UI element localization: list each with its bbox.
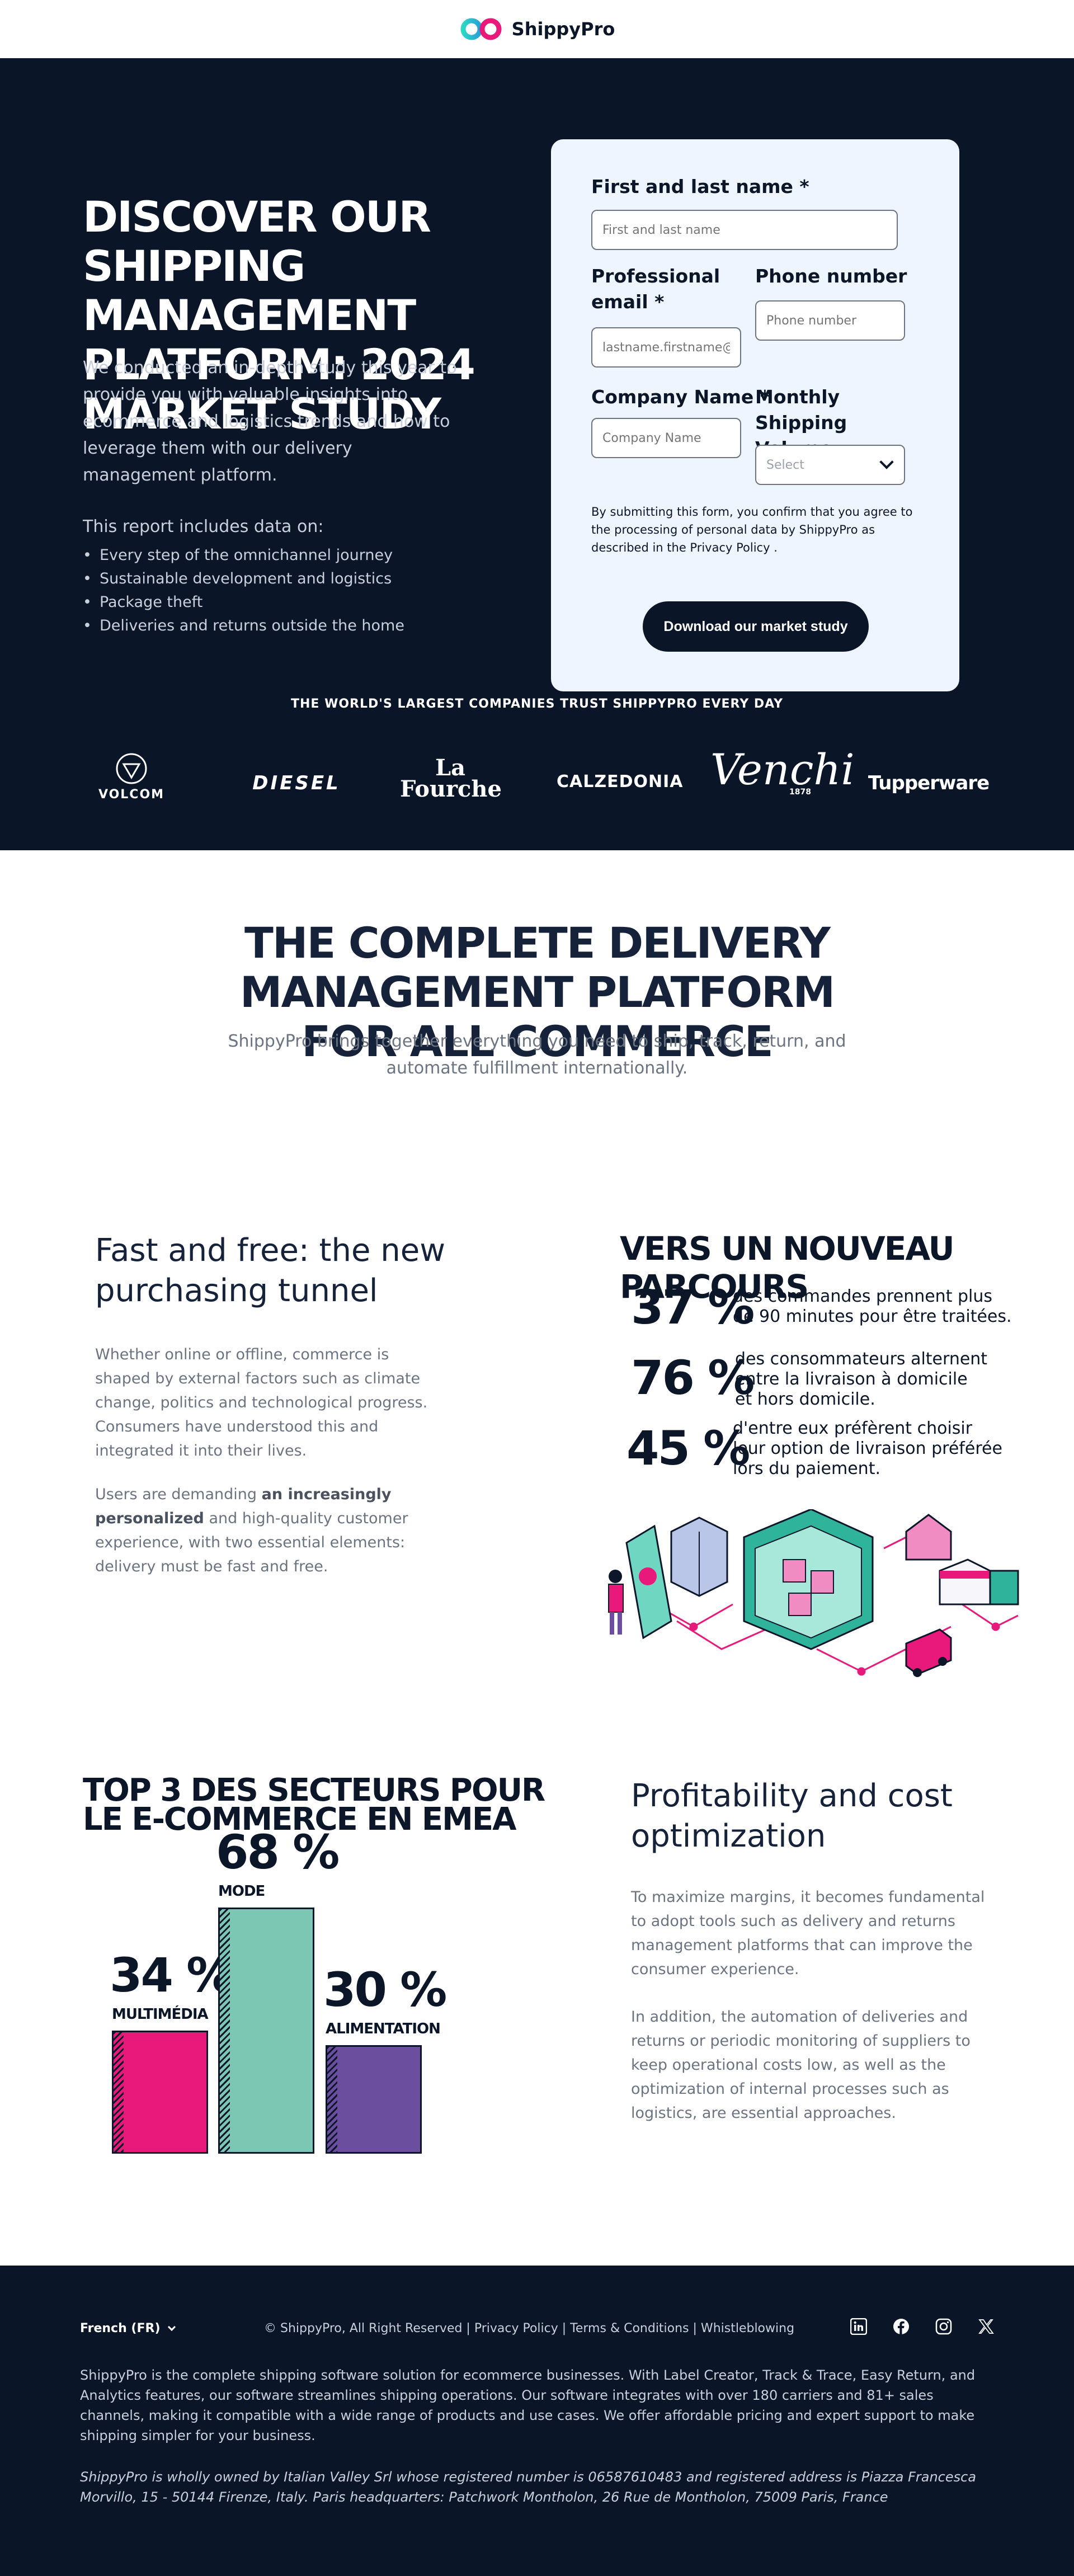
person-icon [608,1570,624,1635]
bar-category-label: ALIMENTATION [326,2021,441,2037]
delivery-journey-illustration [608,1509,1019,1677]
parcours-title: VERS UN NOUVEAU PARCOURS [620,1230,955,1306]
sectors-section: TOP 3 DES SECTEURS POUR LE E-COMMERCE EN… [0,1756,1074,2266]
fast-free-paragraph-2: Users are demanding an increasingly pers… [95,1486,408,1575]
instagram-icon[interactable] [934,2317,953,2336]
market-study-form: First and last name * Professional email… [551,139,959,691]
volcom-stone-icon [116,753,147,784]
top-bar: ShippyPro [0,0,1074,58]
parcel-locker-icon [989,1570,1019,1605]
brand-logo-venchi: Venchi 1878 [710,745,855,797]
platform-title: THE COMPLETE DELIVERY MANAGEMENT PLATFOR… [239,918,835,1066]
footer-company-info: ShippyPro is wholly owned by Italian Val… [80,2469,977,2505]
chevron-down-icon [168,2323,176,2332]
legal-links[interactable]: © ShippyPro, All Right Reserved | Privac… [264,2321,795,2335]
chevron-down-icon [879,455,894,469]
stat-text: d'entre eux préfèrent choisir leur optio… [733,1419,1002,1478]
email-label: Professional email * [591,265,720,313]
fast-free-section: Fast and free: the new purchasing tunnel… [0,1192,1074,1756]
list-item: Every step of the omnichannel journey [83,544,404,567]
building-icon [670,1517,728,1597]
fast-free-title: Fast and free: the new purchasing tunnel [95,1232,446,1309]
hero-includes-list: Every step of the omnichannel journey Su… [83,544,404,638]
profitability-paragraph-1: To maximize margins, it becomes fundamen… [631,1889,985,1978]
language-selector[interactable]: French (FR) [80,2321,176,2335]
stat-text: des commandes prennent plus de 90 minute… [733,1287,1012,1326]
brand-logo-tupperware: Tupperware [868,772,990,794]
social-links [849,2317,996,2336]
brand-logos: VOLCOM DIESEL La Fourche CALZEDONIA Venc… [84,747,990,813]
bar-category-label: MULTIMÉDIA [112,2006,209,2023]
volume-select[interactable]: Select [755,445,905,485]
sectors-title: TOP 3 DES SECTEURS POUR LE E-COMMERCE EN… [83,1772,545,1838]
x-icon[interactable] [977,2317,996,2336]
truck-icon [905,1628,952,1677]
shippypro-logo-icon[interactable] [459,16,504,42]
phone-label: Phone number [755,265,907,287]
footer: French (FR) © ShippyPro, All Right Reser… [0,2266,1074,2576]
linkedin-icon[interactable] [849,2317,868,2336]
stat-value: 45 % [626,1421,750,1476]
hero-section: DISCOVER OUR SHIPPING MANAGEMENT PLATFOR… [0,58,1074,850]
download-market-study-button[interactable]: Download our market study [643,601,869,652]
trust-heading: THE WORLD'S LARGEST COMPANIES TRUST SHIP… [290,697,783,711]
fast-free-paragraph-1: Whether online or offline, commerce is s… [95,1346,428,1459]
email-input[interactable] [591,327,741,368]
brand-logo-volcom: VOLCOM [84,752,179,802]
house-icon [905,1514,952,1561]
bar-value-label: 34 % [110,1948,233,2003]
profitability-paragraph-2: In addition, the automation of deliverie… [631,2008,971,2122]
brand-logo-diesel: DIESEL [252,772,341,794]
phone-icon [625,1524,672,1640]
platform-section: THE COMPLETE DELIVERY MANAGEMENT PLATFOR… [0,850,1074,1192]
hero-title: DISCOVER OUR SHIPPING MANAGEMENT PLATFOR… [83,192,475,439]
footer-description: ShippyPro is the complete shipping softw… [80,2367,976,2443]
name-label: First and last name * [591,176,809,197]
bar-mode [218,1908,314,2154]
list-item: Package theft [83,591,404,614]
company-input[interactable] [591,418,741,458]
stat-value: 76 % [631,1350,755,1405]
logo-text[interactable]: ShippyPro [511,18,615,40]
phone-input[interactable] [755,300,905,341]
company-label: Company Name * [591,386,770,408]
volume-select-value: Select [766,458,804,472]
list-item: Sustainable development and logistics [83,567,404,591]
platform-subtitle: ShippyPro brings together everything you… [228,1032,846,1078]
hero-description: We conducted an in-depth study this year… [83,358,457,485]
warehouse-icon [743,1509,874,1650]
consent-text: By submitting this form, you confirm tha… [591,505,913,554]
bar-value-label: 30 % [323,1962,447,2017]
name-input[interactable] [591,210,898,250]
stat-value: 37 % [631,1280,755,1335]
profitability-title: Profitability and cost optimization [631,1778,953,1854]
store-icon [939,1558,991,1605]
facebook-icon[interactable] [892,2317,911,2336]
hero-includes-label: This report includes data on: [83,517,324,536]
brand-logo-la-fourche: La Fourche [400,755,502,802]
brand-logo-calzedonia: CALZEDONIA [557,772,684,792]
bar-value-label: 68 % [216,1825,340,1880]
bar-multimédia [112,2031,208,2154]
list-item: Deliveries and returns outside the home [83,614,404,638]
stat-text: des consommateurs alternent entre la liv… [735,1349,988,1409]
bar-category-label: MODE [218,1883,265,1900]
bar-alimentation [326,2045,422,2154]
